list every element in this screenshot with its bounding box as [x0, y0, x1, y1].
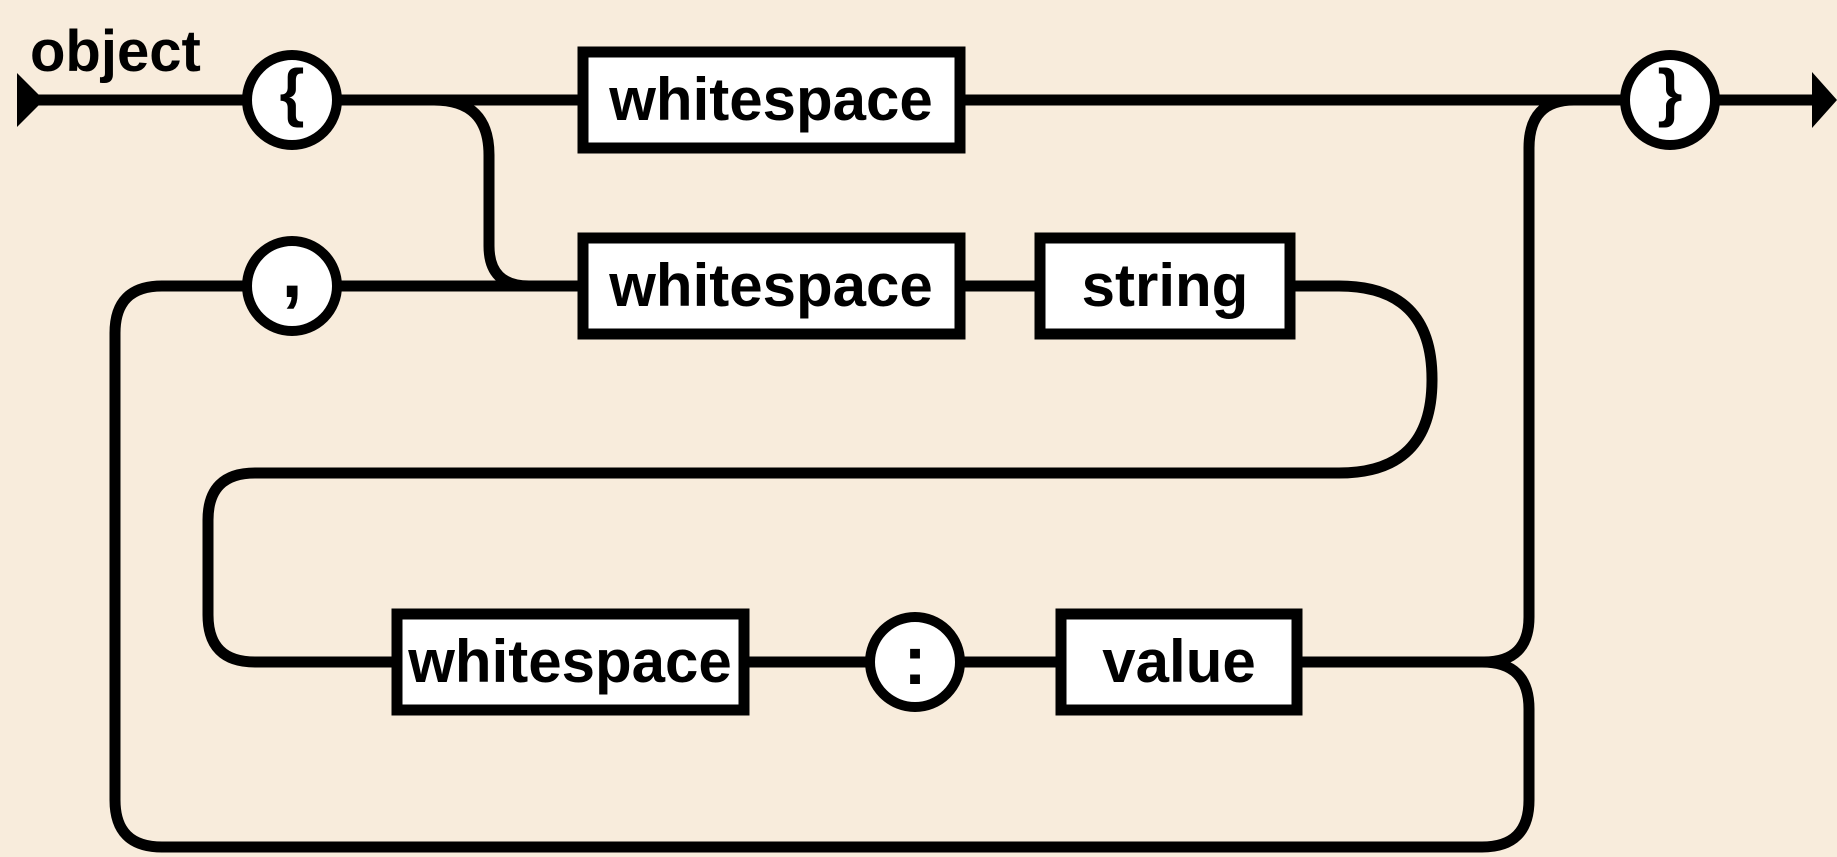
- nonterminal-whitespace-bottom-box: [391, 608, 750, 716]
- track-branch-down: [433, 94, 588, 292]
- open-brace-label: {: [280, 56, 305, 128]
- terminal-comma-circle: [242, 236, 342, 336]
- colon-label: :: [903, 621, 926, 699]
- end-arrow-icon: [1812, 72, 1837, 128]
- nonterminal-whitespace-top-box: [577, 46, 966, 154]
- comma-label: ,: [281, 229, 302, 314]
- track-row2-to-row4-connector: [202, 280, 1438, 668]
- track-repeat-loop: [109, 280, 1535, 853]
- terminal-open-brace-circle: [242, 50, 342, 150]
- terminal-colon-circle: [865, 612, 965, 712]
- close-brace-label: }: [1658, 56, 1683, 128]
- whitespace-bottom-label: whitespace: [407, 628, 731, 695]
- diagram-title: object: [30, 19, 201, 84]
- nonterminal-string-box: [1034, 232, 1296, 340]
- terminal-close-brace-circle: [1620, 50, 1720, 150]
- whitespace-top-label: whitespace: [608, 66, 932, 133]
- nonterminal-value-box: [1055, 608, 1303, 716]
- value-label: value: [1102, 628, 1255, 695]
- nonterminal-whitespace-mid-box: [577, 232, 966, 340]
- whitespace-mid-label: whitespace: [608, 252, 932, 319]
- track-merge-up: [1293, 94, 1625, 668]
- string-label: string: [1082, 252, 1249, 319]
- start-arrow-icon: [17, 73, 44, 127]
